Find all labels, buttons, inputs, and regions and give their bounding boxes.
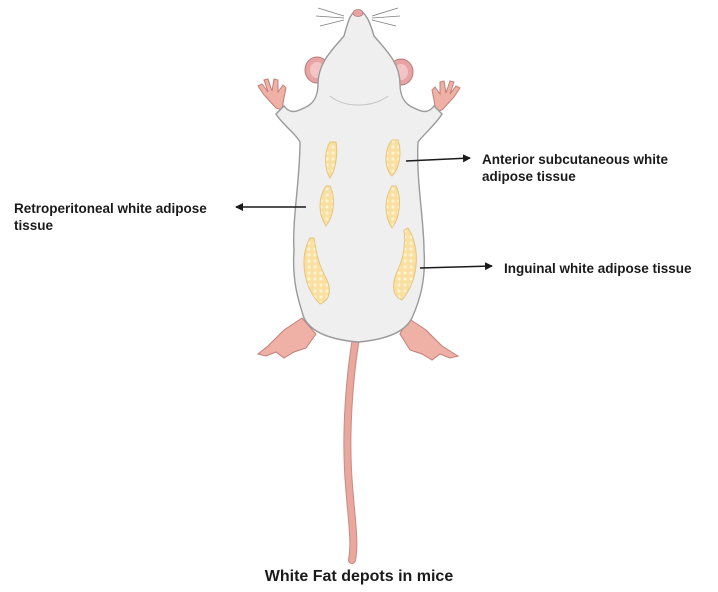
label-anterior-subcutaneous: Anterior subcutaneous white adipose tiss… xyxy=(482,151,712,185)
right-hind-foot xyxy=(400,318,458,360)
label-retroperitoneal: Retroperitoneal white adipose tissue xyxy=(14,200,244,234)
label-inguinal: Inguinal white adipose tissue xyxy=(504,260,716,277)
nose xyxy=(353,10,363,17)
mouse-body xyxy=(276,10,442,342)
diagram-caption: White Fat depots in mice xyxy=(0,568,718,586)
left-front-paw xyxy=(258,79,286,110)
arrow-inguinal xyxy=(420,266,492,268)
